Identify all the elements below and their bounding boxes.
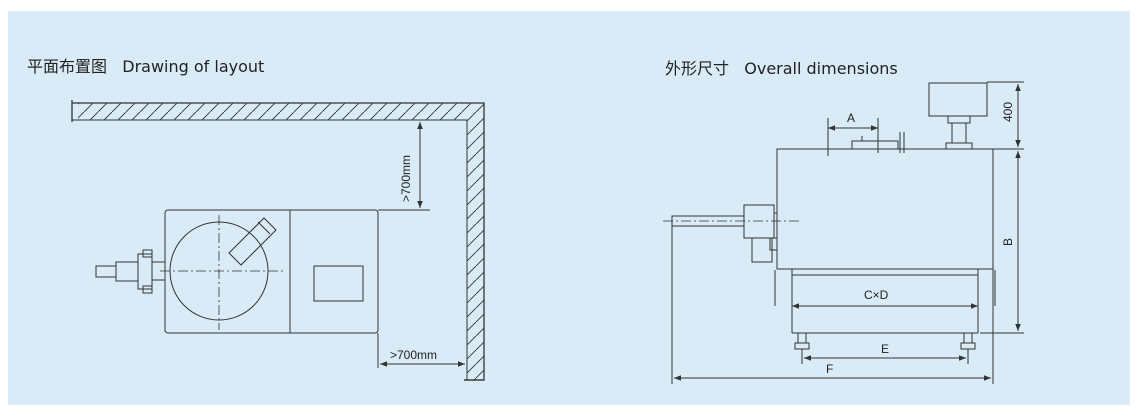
machine-plan <box>95 209 379 334</box>
label-e: E <box>881 342 889 356</box>
dimension-a: A <box>827 111 879 156</box>
side-clearance-dimension: >700mm <box>378 122 430 211</box>
dimensions-title: 外形尺寸 Overall dimensions <box>665 59 898 78</box>
dimension-e: E <box>801 342 969 364</box>
dimension-elevation: A 400 B C×D E F <box>663 81 1024 384</box>
bottom-clearance-label: >700mm <box>390 348 437 362</box>
motor-top <box>928 82 988 150</box>
label-f: F <box>826 362 833 376</box>
wall-hatched <box>71 100 485 381</box>
label-cxd: C×D <box>864 288 889 302</box>
side-shaft <box>663 204 800 263</box>
label-a: A <box>847 111 855 125</box>
layout-title: 平面布置图 Drawing of layout <box>27 57 265 76</box>
bottom-clearance-dimension: >700mm <box>377 333 465 368</box>
dimension-f: F <box>671 226 994 384</box>
label-b: B <box>1001 238 1015 246</box>
dimension-b: B <box>980 151 1024 334</box>
label-400: 400 <box>1001 102 1015 122</box>
main-body <box>776 148 994 270</box>
drawing-panel <box>8 11 1130 405</box>
side-clearance-label: >700mm <box>399 155 413 202</box>
base-frame <box>774 268 996 350</box>
top-fittings <box>851 132 905 153</box>
dimension-400: 400 <box>987 81 1024 150</box>
layout-plan: >700mm >700mm <box>71 100 485 381</box>
